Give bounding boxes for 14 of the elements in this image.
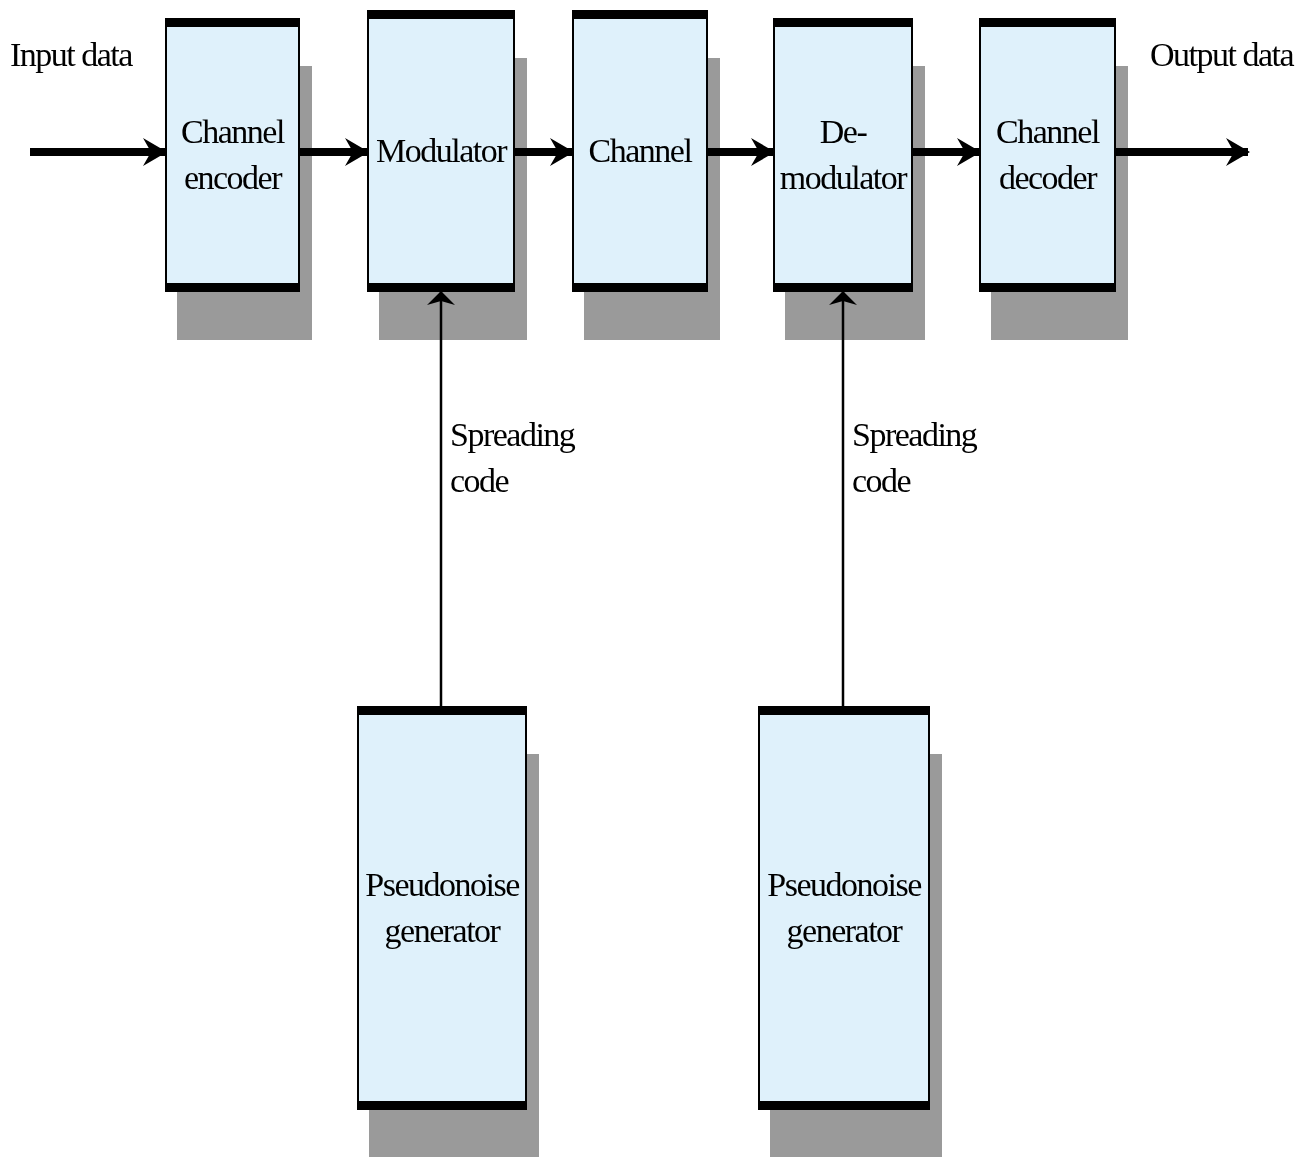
node-label: Channel (587, 131, 693, 172)
arrow (913, 138, 981, 166)
arrow (427, 291, 455, 706)
node-label: Modulator (374, 131, 508, 172)
arrow (515, 138, 574, 166)
node-label: Pseudonoise generator (766, 865, 923, 951)
arrow (300, 138, 369, 166)
node-label: Pseudonoise generator (364, 865, 521, 951)
arrow (708, 138, 775, 166)
arrow (829, 291, 857, 706)
node-label: De- modulator (778, 112, 908, 198)
node-label: Channel decoder (995, 112, 1101, 198)
node-label: Channel encoder (180, 112, 286, 198)
arrow (1116, 138, 1250, 166)
